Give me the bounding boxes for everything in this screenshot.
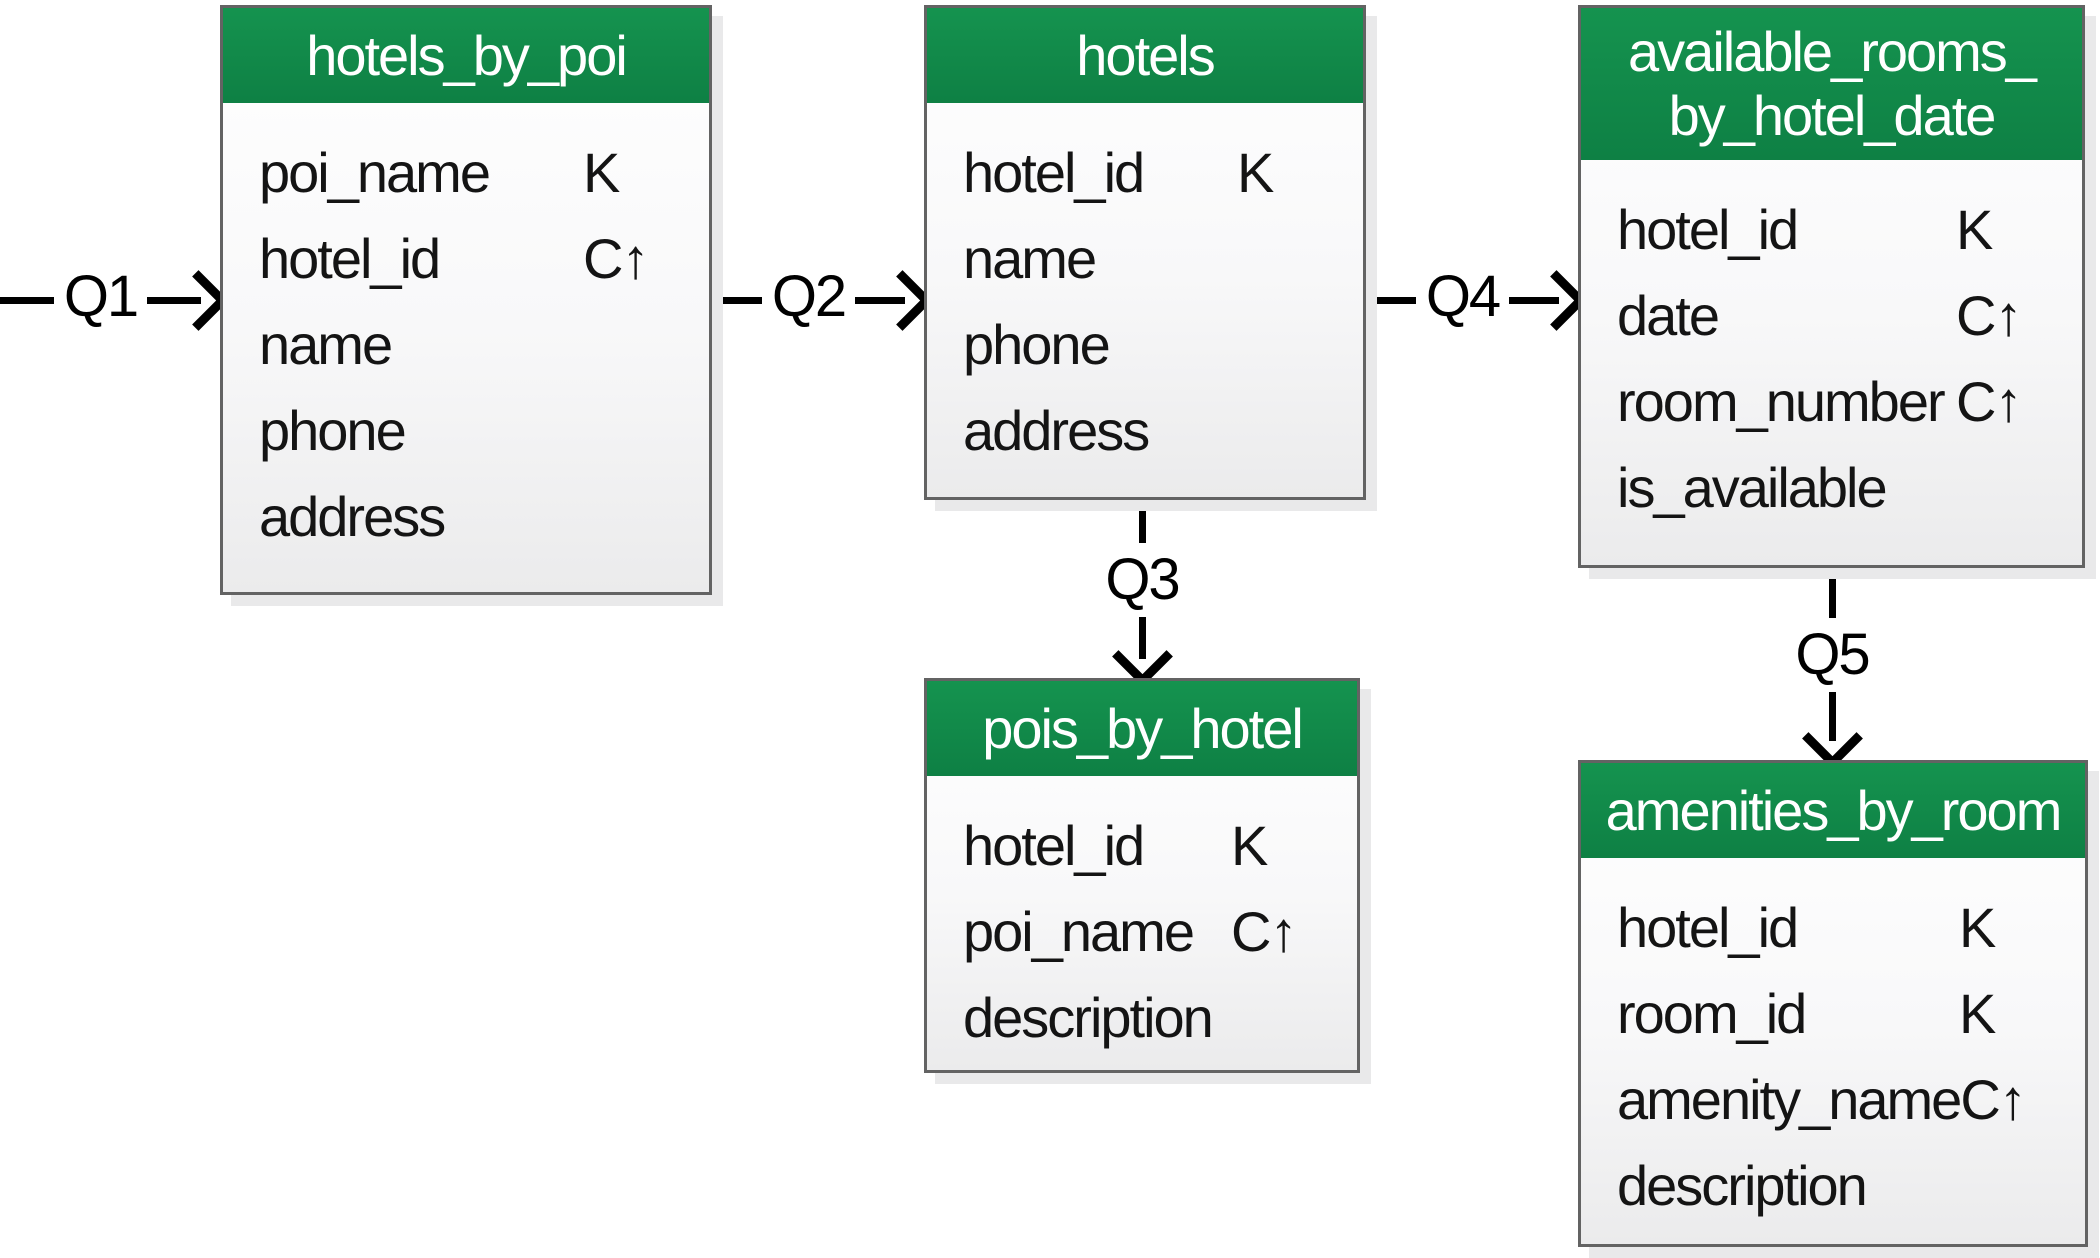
column-name: room_number <box>1617 369 1946 433</box>
column-row: description <box>1617 1142 2051 1228</box>
column-name: hotel_id <box>963 813 1145 877</box>
column-row: is_available <box>1617 444 2048 530</box>
column-name: description <box>963 985 1214 1049</box>
column-row: room_id K <box>1617 970 2051 1056</box>
table-title: hotels_by_poi <box>223 8 709 103</box>
column-name: poi_name <box>259 140 491 204</box>
key-marker: K <box>1231 813 1268 877</box>
arrow-label: Q5 <box>1795 621 1870 687</box>
arrow-line <box>1138 500 1146 543</box>
arrow-line <box>1366 296 1416 304</box>
key-marker: C↑ <box>1960 1067 2026 1131</box>
arrow-label: Q2 <box>771 264 847 329</box>
arrow-line <box>855 296 905 304</box>
table-title-text: amenities_by_room <box>1605 778 2063 842</box>
table-title-text: hotels <box>1076 23 1215 87</box>
column-name: name <box>963 226 1097 290</box>
column-name: room_id <box>1617 981 1807 1045</box>
column-row: hotel_id K <box>963 802 1323 888</box>
arrow-line <box>1828 568 1836 618</box>
column-row: phone <box>259 387 675 473</box>
column-name: amenity_name <box>1617 1067 1962 1131</box>
connector-q5: Q5 <box>1772 568 1892 769</box>
table-title: hotels <box>927 8 1363 103</box>
column-row: amenity_name C↑ <box>1617 1056 2051 1142</box>
table-hotels: hotels hotel_id K name phone address <box>924 5 1366 500</box>
column-name: hotel_id <box>1617 197 1799 261</box>
key-marker: C↑ <box>1231 899 1297 963</box>
key-marker: K <box>1956 197 1993 261</box>
column-name: is_available <box>1617 455 1888 519</box>
connector-q2: Q2 <box>712 240 933 360</box>
column-row: room_number C↑ <box>1617 358 2048 444</box>
table-title: pois_by_hotel <box>927 681 1357 776</box>
arrow-label: Q3 <box>1105 546 1180 612</box>
column-row: name <box>259 301 675 387</box>
column-row: description <box>963 974 1323 1060</box>
arrow-line <box>147 296 201 304</box>
arrow-line <box>712 296 762 304</box>
table-hotels-by-poi: hotels_by_poi poi_name K hotel_id C↑ nam… <box>220 5 712 595</box>
table-title: available_rooms_ by_hotel_date <box>1581 8 2082 160</box>
column-name: hotel_id <box>963 140 1145 204</box>
table-columns: hotel_id K poi_name C↑ description <box>927 776 1357 1060</box>
column-name: date <box>1617 283 1720 347</box>
key-marker: K <box>1959 895 1996 959</box>
column-row: date C↑ <box>1617 272 2048 358</box>
arrow-line <box>1828 691 1836 741</box>
arrow-line <box>0 296 54 304</box>
connector-q3: Q3 <box>1082 500 1202 687</box>
column-name: poi_name <box>963 899 1195 963</box>
connector-q1: Q1 <box>0 240 229 360</box>
column-row: phone <box>963 301 1329 387</box>
column-name: address <box>963 398 1150 462</box>
column-name: hotel_id <box>259 226 441 290</box>
key-marker: C↑ <box>1956 369 2022 433</box>
column-row: poi_name K <box>259 129 675 215</box>
column-name: name <box>259 312 393 376</box>
key-marker: K <box>583 140 620 204</box>
table-title-text: pois_by_hotel <box>982 696 1304 760</box>
arrow-label: Q4 <box>1425 264 1501 329</box>
column-row: hotel_id K <box>963 129 1329 215</box>
table-columns: hotel_id K name phone address <box>927 103 1363 473</box>
column-name: phone <box>963 312 1111 376</box>
column-row: name <box>963 215 1329 301</box>
table-title: amenities_by_room <box>1581 763 2085 858</box>
key-marker: C↑ <box>1956 283 2022 347</box>
arrow-line <box>1138 616 1146 659</box>
table-title-text: available_rooms_ <box>1628 20 2037 83</box>
key-marker: K <box>1959 981 1996 1045</box>
column-row: address <box>259 473 675 559</box>
table-title-text: by_hotel_date <box>1668 84 1997 147</box>
column-name: hotel_id <box>1617 895 1799 959</box>
column-name: description <box>1617 1153 1868 1217</box>
table-pois-by-hotel: pois_by_hotel hotel_id K poi_name C↑ des… <box>924 678 1360 1073</box>
table-columns: hotel_id K room_id K amenity_name C↑ des… <box>1581 858 2085 1228</box>
arrow-label: Q1 <box>63 264 139 329</box>
column-row: poi_name C↑ <box>963 888 1323 974</box>
column-row: hotel_id K <box>1617 884 2051 970</box>
column-row: hotel_id K <box>1617 186 2048 272</box>
column-row: address <box>963 387 1329 473</box>
column-name: phone <box>259 398 407 462</box>
column-row: hotel_id C↑ <box>259 215 675 301</box>
table-amenities-by-room: amenities_by_room hotel_id K room_id K a… <box>1578 760 2088 1247</box>
table-available-rooms-by-hotel-date: available_rooms_ by_hotel_date hotel_id … <box>1578 5 2085 568</box>
arrow-line <box>1509 296 1559 304</box>
table-title-text: hotels_by_poi <box>306 23 628 87</box>
table-columns: poi_name K hotel_id C↑ name phone addres… <box>223 103 709 559</box>
column-name: address <box>259 484 446 548</box>
key-marker: K <box>1237 140 1274 204</box>
key-marker: C↑ <box>583 226 649 290</box>
table-columns: hotel_id K date C↑ room_number C↑ is_ava… <box>1581 160 2082 530</box>
connector-q4: Q4 <box>1366 240 1587 360</box>
